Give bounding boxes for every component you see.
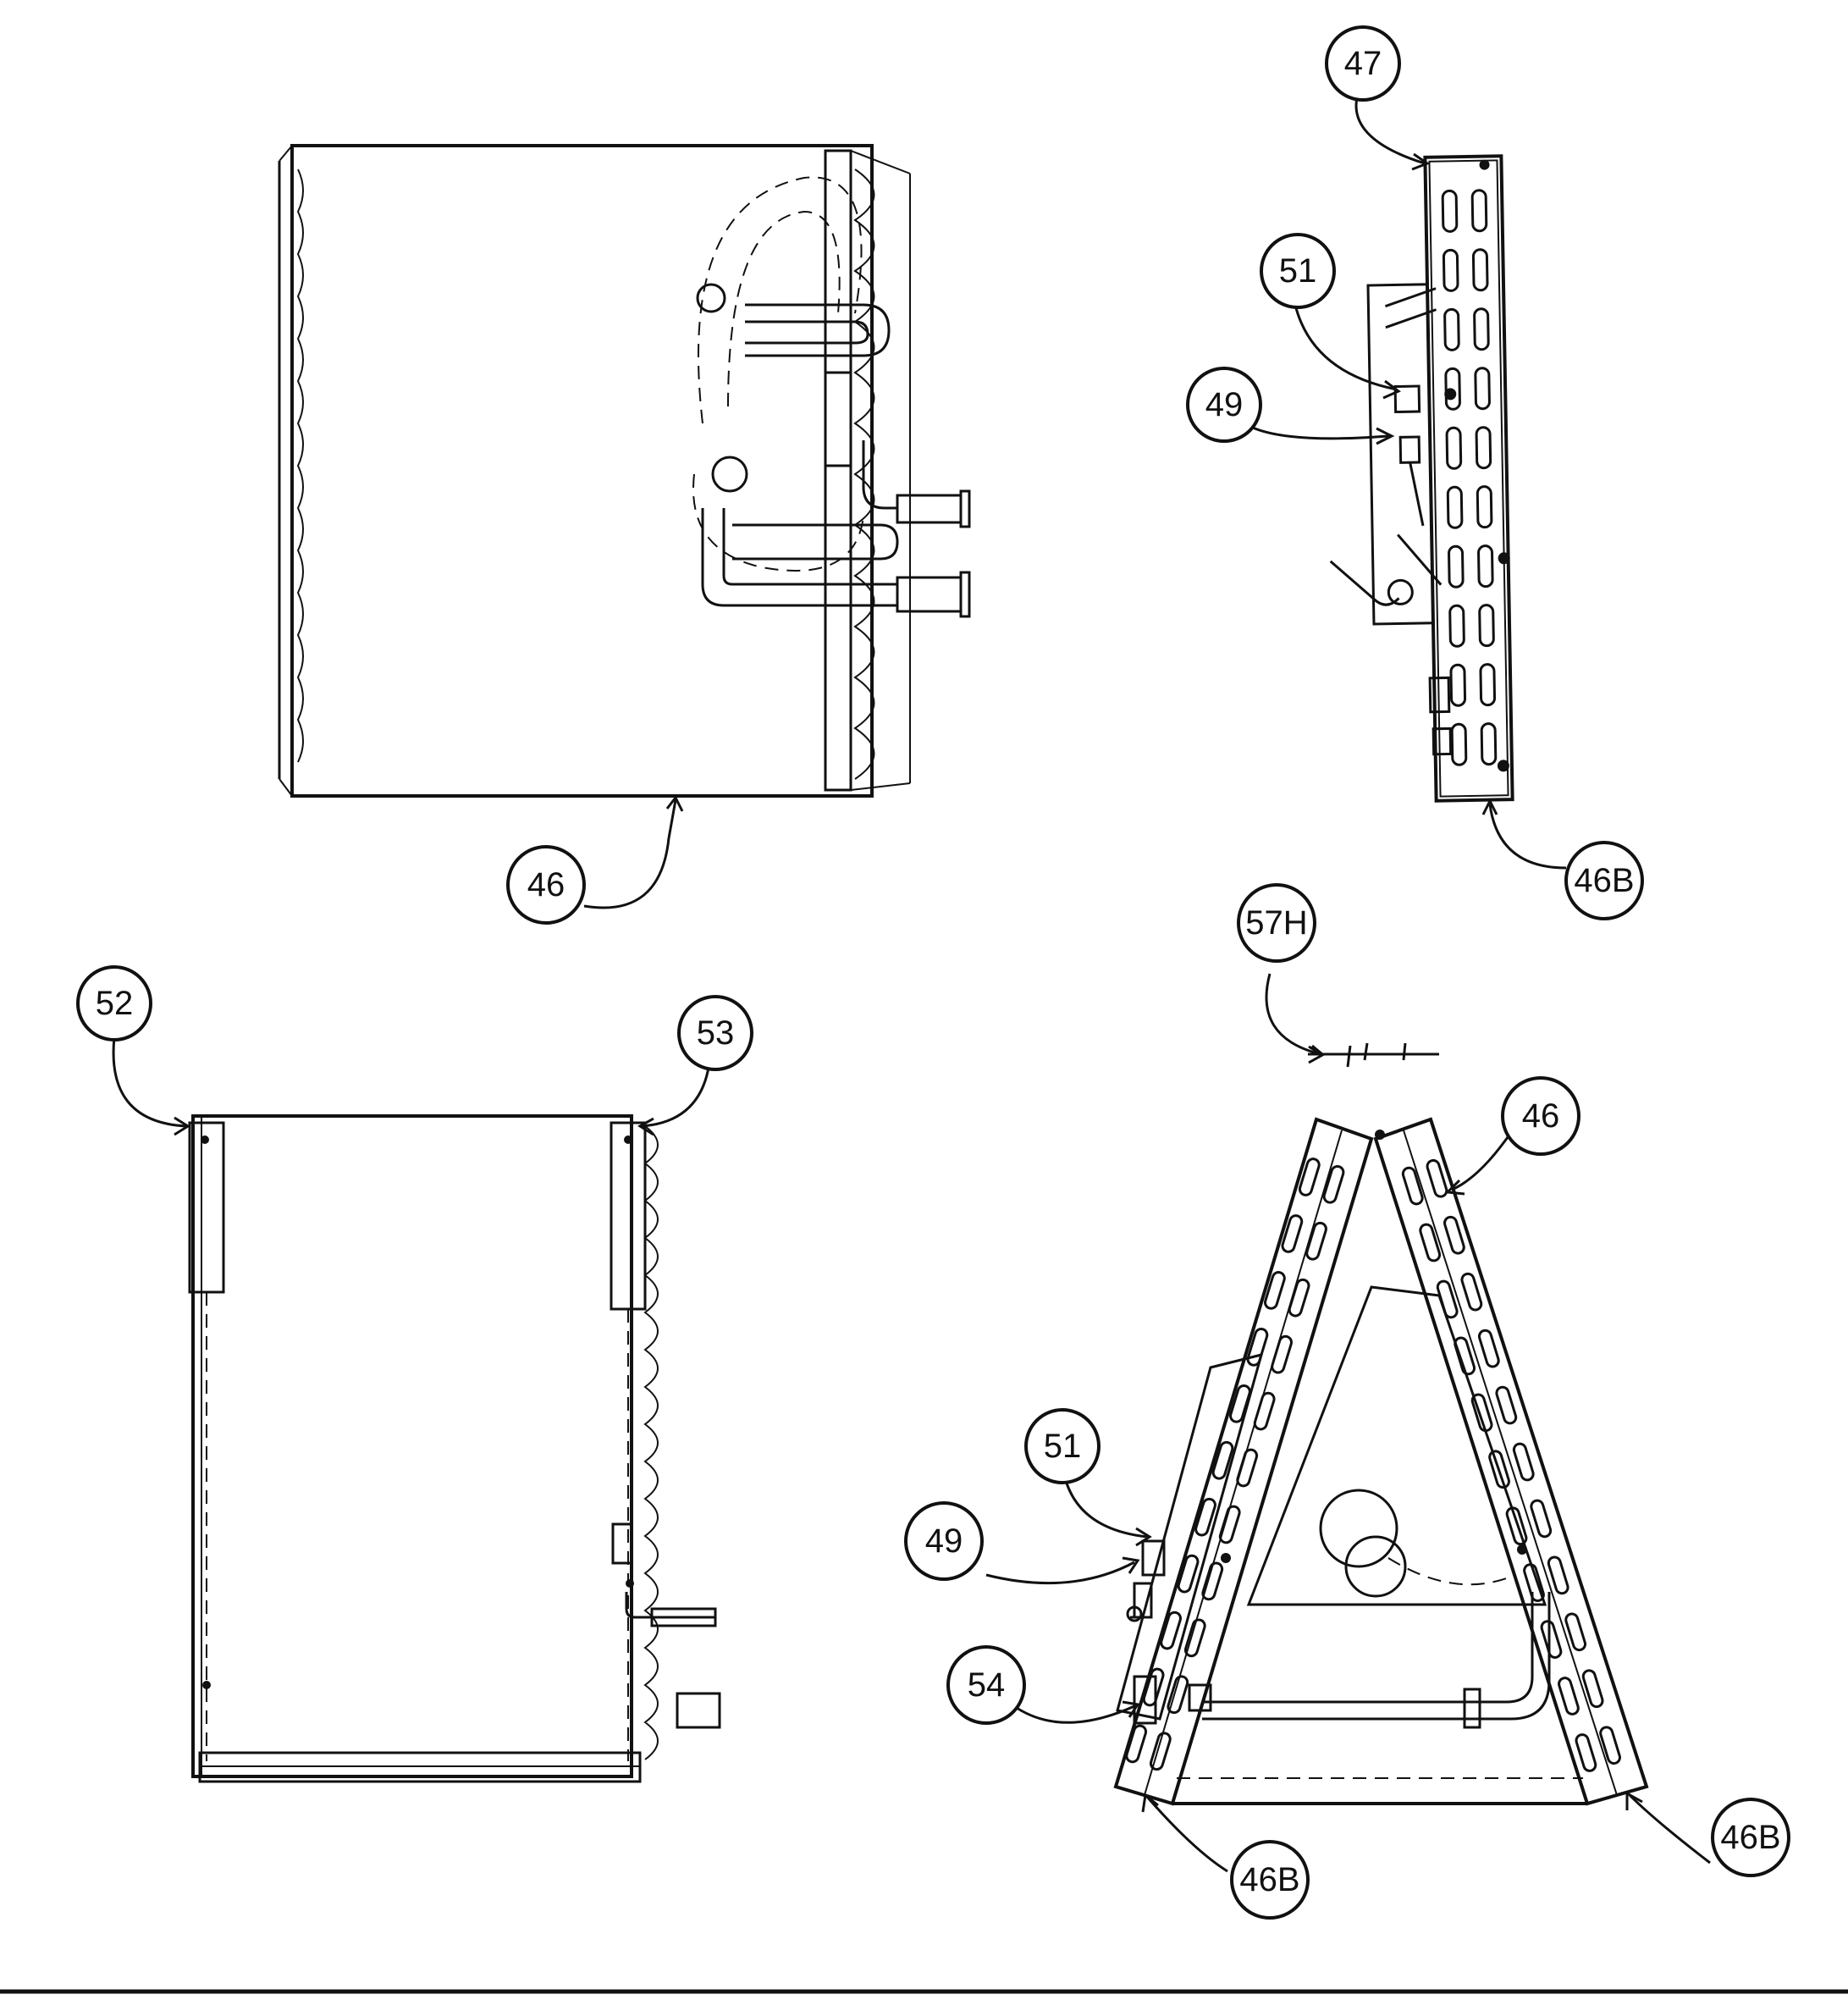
svg-text:51: 51	[1044, 1428, 1082, 1465]
svg-text:52: 52	[96, 985, 134, 1022]
svg-text:49: 49	[1205, 386, 1244, 423]
callout-54: 54	[946, 1645, 1026, 1725]
callout-46-assy: 46	[1501, 1076, 1580, 1156]
coil-side-view	[1329, 154, 1514, 803]
svg-text:53: 53	[697, 1014, 735, 1052]
svg-text:49: 49	[925, 1522, 963, 1560]
svg-text:57H: 57H	[1245, 904, 1307, 942]
callout-49-side: 49	[1186, 367, 1262, 443]
coil-front-view	[278, 144, 971, 798]
svg-text:46: 46	[1522, 1097, 1560, 1135]
callout-53: 53	[677, 995, 753, 1071]
svg-text:46B: 46B	[1239, 1861, 1299, 1898]
callout-51-assy: 51	[1024, 1408, 1101, 1484]
callout-46b-right: 46B	[1711, 1798, 1790, 1877]
svg-text:54: 54	[968, 1666, 1006, 1704]
svg-text:51: 51	[1279, 252, 1317, 290]
leader-lines	[112, 97, 1711, 1873]
callout-47: 47	[1325, 25, 1401, 102]
callout-46-front: 46	[506, 845, 586, 925]
callout-49-assy: 49	[904, 1501, 984, 1581]
callout-51-side: 51	[1260, 233, 1336, 309]
svg-text:47: 47	[1344, 45, 1382, 82]
a-coil-assembly	[1113, 1042, 1649, 1806]
svg-text:46: 46	[527, 866, 565, 903]
svg-text:46B: 46B	[1720, 1819, 1780, 1856]
callout-57h: 57H	[1237, 883, 1316, 963]
callout-46b-side: 46B	[1564, 841, 1644, 920]
coil-rear-view	[188, 1114, 721, 1783]
callouts: 46 47 51 49 46B 57H 52 53	[76, 25, 1790, 1920]
callout-46b-left: 46B	[1230, 1840, 1310, 1920]
callout-52: 52	[76, 965, 152, 1041]
svg-text:46B: 46B	[1574, 862, 1634, 899]
